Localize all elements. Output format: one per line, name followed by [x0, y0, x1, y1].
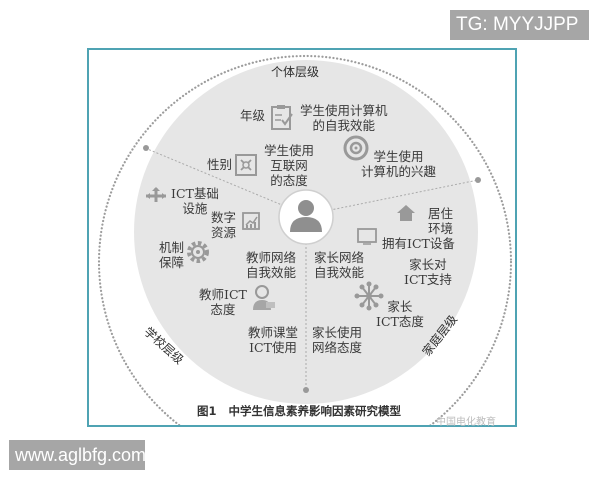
person-icon [278, 189, 334, 245]
factor-mechanism-support: 机制保障 [159, 240, 185, 270]
factor-gender: 性别 [207, 157, 233, 172]
factor-student-computer-self-efficacy: 学生使用计算机的自我效能 [300, 103, 388, 133]
gear-icon [187, 241, 209, 263]
factor-parent-network-attitude: 家长使用网络态度 [312, 325, 363, 355]
watermark-url-badge: www.aglbfg.com [9, 440, 146, 470]
factor-teacher-network-self-efficacy: 教师网络自我效能 [246, 250, 297, 280]
factor-owning-ict-devices: 拥有ICT设备 [382, 236, 455, 251]
figure-number: 图1 [197, 404, 217, 418]
source-watermark: 中国电化教育 [436, 417, 496, 428]
house-icon [397, 205, 415, 221]
level-individual-label: 个体层级 [271, 65, 320, 79]
factor-grade: 年级 [240, 108, 266, 123]
factor-student-internet-attitude: 学生使用互联网的态度 [264, 143, 315, 188]
outer-dotted-ring [97, 54, 513, 425]
network-node-icon [354, 281, 384, 311]
target-eye-icon [343, 135, 369, 161]
teacher-icon [253, 285, 275, 310]
network-hub-icon [146, 187, 166, 202]
gender-swap-icon [235, 154, 257, 176]
chart-board-icon [242, 212, 260, 230]
factor-digital-resources: 数字资源 [211, 210, 237, 240]
factor-student-computer-interest: 学生使用计算机的兴趣 [361, 149, 437, 179]
factor-living-environment: 居住环境 [428, 206, 454, 236]
factor-parent-network-self-efficacy: 家长网络自我效能 [314, 250, 365, 280]
clipboard-check-icon [271, 105, 293, 130]
figure-title: 中学生信息素养影响因素研究模型 [228, 404, 402, 418]
monitor-icon [357, 228, 377, 245]
watermark-tg-badge: TG: MYYJJPP [450, 10, 589, 40]
factor-ict-infrastructure: ICT基础设施 [171, 186, 219, 216]
figure-caption: 图1 中学生信息素养影响因素研究模型 [197, 403, 401, 419]
